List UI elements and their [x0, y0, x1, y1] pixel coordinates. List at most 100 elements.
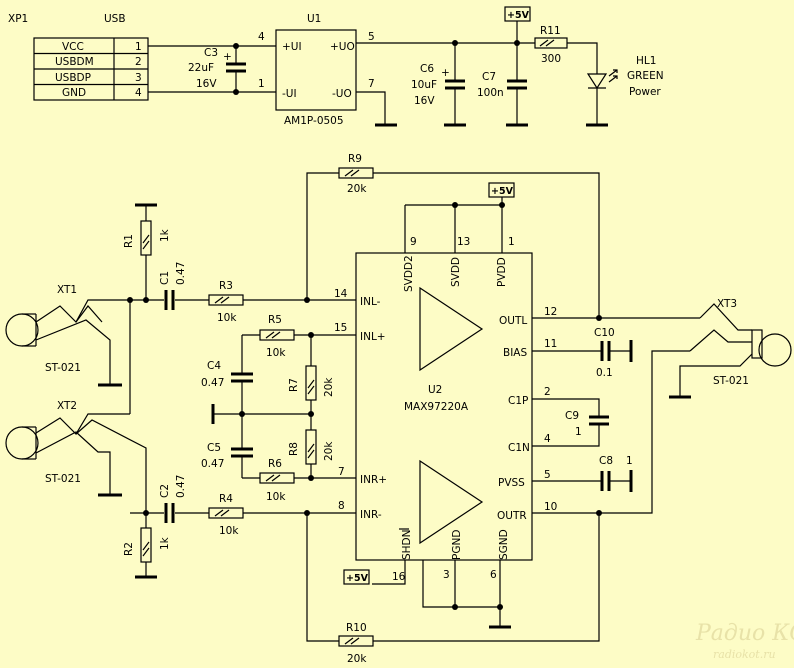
- c10-value: 0.1: [596, 367, 613, 379]
- r5-ref: R5: [268, 314, 282, 326]
- r6-resistor: R6 10k: [259, 458, 295, 503]
- u1-pin4: 4: [258, 31, 265, 43]
- c1-ref: C1: [159, 271, 171, 285]
- xp1-connector: XP1 USB VCC USBDM USBDP GND 1 2 3 4: [8, 13, 149, 101]
- c3-polarity: +: [223, 51, 232, 63]
- u1-uo-minus: -UO: [332, 88, 352, 100]
- watermark-url: radiokot.ru: [713, 648, 776, 661]
- u2-inl-plus-label: INL+: [360, 331, 386, 343]
- xp1-pin-usbdm-name: USBDM: [55, 56, 94, 68]
- right-amp-triangle: [419, 459, 484, 545]
- u2-inr-plus-label: INR+: [360, 474, 387, 486]
- r5-resistor: R5 10k: [259, 314, 295, 359]
- u2-pin13: 13: [457, 236, 470, 248]
- xp1-pin2-num: 2: [135, 56, 142, 68]
- c9-ref: C9: [565, 410, 579, 422]
- c6-value: 10uF: [411, 79, 437, 91]
- u2-pin10: 10: [544, 501, 557, 513]
- radiokot-watermark: Радио КОТ radiokot.ru: [695, 621, 794, 661]
- r2-value: 1k: [159, 536, 171, 550]
- c7-capacitor: C7 100n: [477, 43, 528, 127]
- c7-ref: C7: [482, 71, 496, 83]
- c2-capacitor: C2 0.47: [159, 475, 187, 523]
- c3-value: 22uF: [188, 62, 214, 74]
- u2-pin2: 2: [544, 386, 551, 398]
- plus5v-tag-top: +5V: [504, 6, 531, 43]
- u2-pin7: 7: [338, 466, 345, 478]
- xp1-pin4-num: 4: [135, 87, 142, 99]
- u1-ui-minus: -UI: [282, 88, 297, 100]
- r7-value: 20k: [323, 377, 335, 397]
- u1-pin1: 1: [258, 78, 265, 90]
- u2-pin4: 4: [544, 433, 551, 445]
- r4-ref: R4: [219, 493, 233, 505]
- u2-pgnd-label: PGND: [451, 530, 463, 560]
- r8-resistor: R8 20k: [288, 414, 335, 478]
- c5-ref: C5: [207, 442, 221, 454]
- xt1-part: ST-021: [45, 362, 81, 374]
- hl1-ref: HL1: [636, 55, 656, 67]
- u2-body: [355, 252, 533, 561]
- u2-svdd-label: SVDD: [450, 257, 462, 287]
- u2-svdd2-label: SVDD2: [403, 255, 415, 292]
- u2-pin3: 3: [443, 569, 450, 581]
- u2-part: MAX97220A: [404, 401, 469, 413]
- r10-value: 20k: [347, 653, 367, 665]
- u2-outl-label: OUTL: [499, 315, 527, 327]
- u2-pin16: 16: [392, 571, 406, 583]
- hl1-label: Power: [629, 86, 661, 98]
- u2-bias-label: BIAS: [503, 347, 527, 359]
- u1-ui-plus: +UI: [282, 41, 302, 53]
- c10-capacitor: C10 0.1: [532, 327, 633, 379]
- xt3-jack: XT3 ST-021: [669, 298, 792, 399]
- c3-capacitor: + C3 22uF 16V: [188, 46, 246, 92]
- u2-outr-label: OUTR: [497, 510, 527, 522]
- c2-value: 0.47: [175, 475, 187, 498]
- r1-ref: R1: [123, 234, 135, 248]
- u2-pin11: 11: [544, 338, 557, 350]
- r8-ref: R8: [288, 442, 300, 456]
- r1-resistor: R1 1k: [123, 203, 171, 300]
- watermark-title: Радио КОТ: [695, 621, 794, 646]
- u2-pin1: 1: [508, 236, 515, 248]
- u1-ref: U1: [307, 13, 321, 25]
- u2-pin8: 8: [338, 500, 345, 512]
- c6-ref: C6: [420, 63, 434, 75]
- u1-pin5: 5: [368, 31, 375, 43]
- c1-capacitor: C1 0.47: [159, 262, 187, 310]
- xt2-part: ST-021: [45, 473, 81, 485]
- r5-value: 10k: [266, 347, 286, 359]
- plus5v-u2-label: +5V: [491, 186, 514, 197]
- xp1-pin-gnd-name: GND: [62, 87, 86, 99]
- c9-value: 1: [575, 426, 582, 438]
- xt1-ref: XT1: [57, 284, 77, 296]
- xp1-pin1-num: 1: [135, 41, 142, 53]
- c4-ref: C4: [207, 360, 221, 372]
- u1-pin7: 7: [368, 78, 375, 90]
- xp1-pin-usbdp-name: USBDP: [55, 72, 91, 84]
- r10-resistor: R10 20k: [306, 513, 600, 665]
- c2-ref: C2: [159, 484, 171, 498]
- xt3-part: ST-021: [713, 375, 749, 387]
- r11-ref: R11: [540, 25, 561, 37]
- r3-resistor: R3 10k: [208, 280, 244, 324]
- r11-value: 300: [541, 53, 561, 65]
- r9-ref: R9: [348, 153, 362, 165]
- c6-polarity: +: [441, 67, 450, 79]
- u2-amplifier-ic: SVDD2 SVDD PVDD 9 13 1 +5V INL- INL+ INR…: [334, 182, 557, 583]
- c8-ref: C8: [599, 455, 613, 467]
- u2-pin6: 6: [490, 569, 497, 581]
- plus5v-shdn-label: +5V: [346, 573, 369, 584]
- r10-ref: R10: [346, 622, 367, 634]
- xp1-pin-vcc-name: VCC: [62, 41, 84, 53]
- xp1-pin3-num: 3: [135, 72, 142, 84]
- r7-resistor: R7 20k: [288, 335, 335, 414]
- plus5v-top-label: +5V: [507, 10, 530, 21]
- c4-capacitor: C4 0.47: [201, 335, 253, 414]
- u1-part: AM1P-0505: [284, 115, 344, 127]
- r3-ref: R3: [219, 280, 233, 292]
- c6-voltage: 16V: [414, 95, 435, 107]
- u2-inl-minus-label: INL-: [360, 296, 381, 308]
- c4-value: 0.47: [201, 377, 224, 389]
- u2-sgnd-label: SGND: [498, 529, 510, 560]
